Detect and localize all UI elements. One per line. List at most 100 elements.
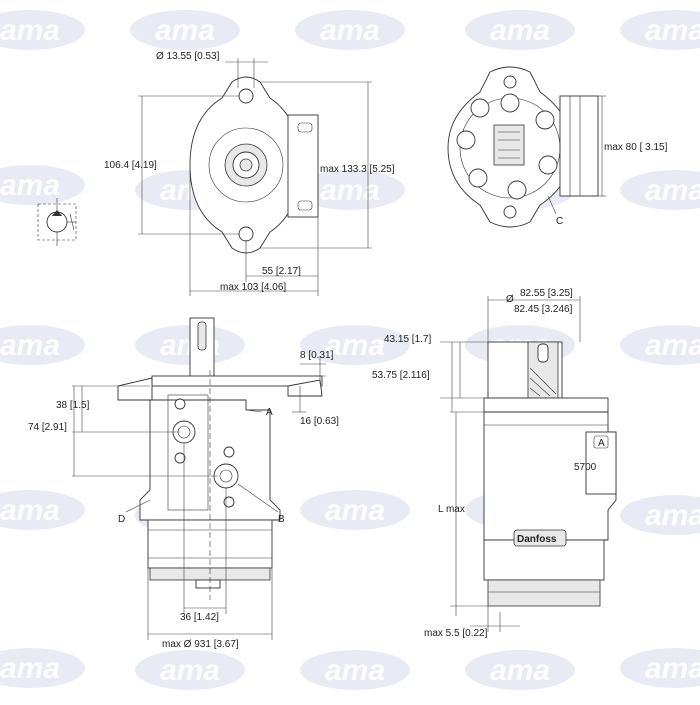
side-view-pilot-min-label: 82.45 [3.246] (514, 304, 573, 315)
top-view-body-circle (208, 127, 284, 203)
top-view-port-block (287, 114, 319, 218)
front-view-dim-38-label: 38 [1.5] (56, 400, 90, 411)
svg-text:ama: ama (645, 14, 700, 47)
top-view-height-label: 106.4 [4.19] (104, 160, 157, 171)
end-view-label-c: C (556, 216, 563, 227)
svg-text:ama: ama (490, 654, 550, 687)
front-view-drain (195, 579, 221, 589)
end-view-mount-hole-bottom (503, 205, 517, 219)
svg-text:ama: ama (645, 329, 700, 362)
side-view-pilot-max-label: 82.55 [3.25] (520, 288, 573, 299)
side-view-port-block (585, 431, 617, 495)
side-view: A 5700 Danfoss Ø 82.55 [3.25] 82.45 [3.2… (372, 288, 617, 639)
side-view-max-gap-label: max 5.5 [0.22] (424, 628, 488, 639)
svg-text:ama: ama (0, 329, 60, 362)
front-view-label-d: D (118, 514, 125, 525)
top-view-shaft-inner (239, 158, 253, 172)
svg-text:ama: ama (325, 654, 385, 687)
svg-text:ama: ama (0, 494, 60, 527)
front-view-port-bolt (223, 496, 235, 508)
end-view-bolt (507, 180, 527, 200)
side-view-length-label: L max (438, 504, 465, 515)
front-view-max-diameter-label: max Ø 931 [3.67] (162, 639, 239, 650)
end-view-bolt (538, 155, 558, 175)
end-view: max 80 [ 3.15] C (447, 66, 668, 228)
end-view-mount-hole-top (503, 75, 517, 89)
side-view-dim-53-label: 53.75 [2.116] (372, 370, 430, 381)
front-view-dim-36-label: 36 [1.42] (180, 612, 219, 623)
top-view: Ø 13.55 [0.53] 106.4 [4.19] max 133.3 [5… (104, 51, 395, 296)
front-view-dim-74-label: 74 [2.91] (28, 422, 67, 433)
watermark-logo: ama (300, 650, 410, 690)
end-view-bolt (456, 130, 476, 150)
top-view-max-height-label: max 133.3 [5.25] (320, 164, 395, 175)
svg-text:ama: ama (325, 494, 385, 527)
watermark-logo: ama (620, 10, 700, 50)
watermark-logo: ama (300, 490, 410, 530)
end-view-max-width-label: max 80 [ 3.15] (604, 142, 668, 153)
watermark-logo: ama (465, 650, 575, 690)
end-view-port-block (559, 95, 599, 197)
svg-text:ama: ama (320, 14, 380, 47)
top-view-port-marker-top (297, 122, 313, 133)
side-view-model-number: 5700 (574, 462, 597, 473)
watermark-logo: ama (300, 325, 410, 365)
side-view-diameter-symbol: Ø (506, 294, 514, 305)
front-view-dim-16-label: 16 [0.63] (300, 416, 339, 427)
end-view-bolt (500, 93, 520, 113)
front-view-port-bolt (223, 446, 235, 458)
svg-text:ama: ama (0, 652, 60, 685)
watermark-logo: ama (620, 648, 700, 688)
top-view-hole-diameter-label: Ø 13.55 [0.53] (156, 51, 220, 62)
front-view: 8 [0.31] 38 [1.5] 74 [2.91] 16 [0.63] A … (28, 317, 339, 650)
svg-text:ama: ama (160, 654, 220, 687)
side-view-port-letter: A (598, 438, 605, 449)
end-view-nameplate (493, 124, 525, 166)
side-view-port-marker (593, 435, 609, 449)
top-view-mount-hole-top (238, 88, 254, 104)
watermark-logo: ama (295, 10, 405, 50)
top-view-offset-label: 55 [2.17] (262, 266, 301, 277)
watermark-logo: ama (620, 325, 700, 365)
front-view-mount-ear (287, 379, 323, 397)
watermark-logo: ama (0, 165, 85, 205)
front-view-port-bolt (174, 398, 186, 410)
end-view-bolt (468, 168, 488, 188)
side-view-end-cap (487, 579, 601, 607)
svg-text:ama: ama (645, 499, 700, 532)
side-view-housing (483, 539, 605, 581)
top-view-port-marker-bottom (297, 200, 313, 211)
watermark-logo: ama (135, 650, 245, 690)
watermark-logo: ama (0, 325, 85, 365)
svg-text:ama: ama (645, 174, 700, 207)
watermark-logo: ama (0, 10, 85, 50)
svg-text:ama: ama (320, 174, 380, 207)
front-view-port-bolt (174, 452, 186, 464)
top-view-mount-hole-bottom (238, 226, 254, 242)
watermark-logo: ama (620, 495, 700, 535)
watermark-logo: ama (0, 648, 85, 688)
side-view-brand: Danfoss (517, 534, 557, 545)
top-view-max-width-label: max 103 [4.06] (220, 282, 286, 293)
watermark-logo: ama (465, 10, 575, 50)
svg-text:ama: ama (490, 14, 550, 47)
end-view-bolt (470, 98, 490, 118)
side-view-flange (483, 397, 609, 413)
watermark-logo: ama (130, 10, 240, 50)
front-view-mount-ear (117, 377, 153, 401)
watermark-logo: ama (0, 490, 85, 530)
svg-text:ama: ama (645, 652, 700, 685)
front-view-label-a: A (266, 407, 273, 418)
svg-text:ama: ama (0, 14, 60, 47)
watermark-logo: ama (295, 170, 405, 210)
front-view-key (197, 321, 207, 351)
hydraulic-motor-symbol (37, 198, 77, 246)
svg-text:ama: ama (155, 14, 215, 47)
side-view-brand-plate (513, 529, 567, 547)
side-view-dim-43-label: 43.15 [1.7] (384, 334, 431, 345)
front-view-flange-thickness-label: 8 [0.31] (300, 350, 334, 361)
watermark-logo: ama (620, 170, 700, 210)
svg-text:ama: ama (325, 329, 385, 362)
